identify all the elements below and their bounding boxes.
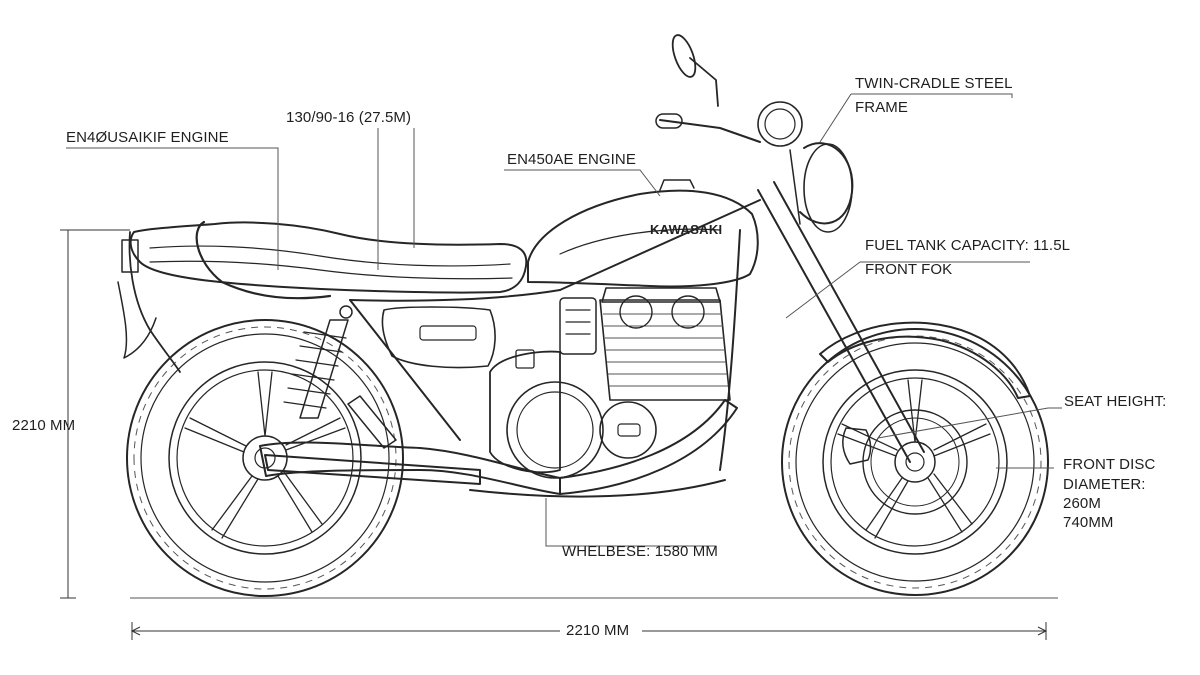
callout-front-fork: FRONT FOK (865, 261, 953, 278)
height-dimension (60, 229, 130, 599)
engine (489, 287, 731, 479)
brand-logo: KAWASAKI (650, 222, 723, 237)
height-dimension-label: 2210 MM (12, 417, 76, 434)
callout-wheelbase: WHELBESE: 1580 MM (562, 543, 718, 560)
front-wheel (781, 328, 1049, 596)
callout-seat-height: SEAT HEIGHT: (1064, 393, 1167, 410)
callout-tyre: 130/90-16 (27.5M) (286, 109, 412, 126)
fuel-tank (527, 179, 759, 288)
frame (349, 199, 761, 498)
callout-leaders (66, 93, 1062, 552)
headlight (757, 101, 854, 233)
callout-disc-line1: FRONT DISC (1063, 456, 1156, 473)
callout-fuel-tank: FUEL TANK CAPACITY: 11.5L (865, 237, 1071, 254)
exhaust (259, 395, 738, 495)
rear-shock (283, 305, 353, 419)
rear-wheel (126, 319, 404, 597)
callout-engine-left: EN4ØUSAIKIF ENGINE (66, 129, 229, 146)
seat (129, 220, 528, 300)
callout-disc-line2: DIAMETER: (1063, 476, 1146, 493)
callout-disc-line3: 260M (1063, 495, 1101, 512)
handlebar (655, 34, 761, 143)
callout-engine-center: EN450AE ENGINE (507, 151, 636, 168)
callout-frame-line2: FRAME (855, 99, 908, 116)
length-dimension (130, 622, 1048, 640)
length-dimension-label: 2210 MM (566, 622, 630, 639)
callout-frame-line1: TWIN-CRADLE STEEL (855, 75, 1013, 92)
callout-disc-line4: 740MM (1063, 514, 1114, 531)
front-fork (757, 149, 925, 463)
